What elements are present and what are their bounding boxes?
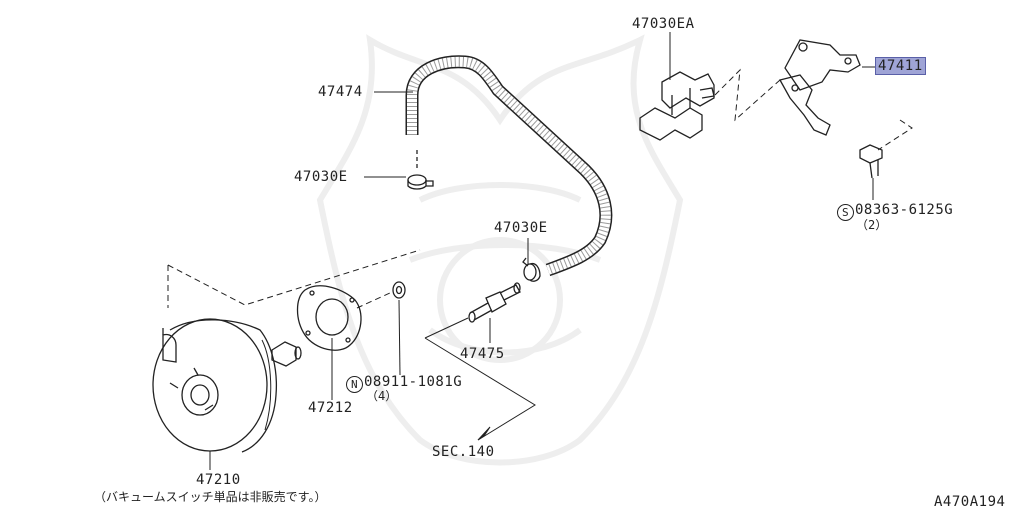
nut-08911 (392, 281, 406, 299)
figure-code: A470A194 (934, 494, 1006, 510)
part-number-08911[interactable]: 08911-1081G (364, 374, 463, 390)
bracket-47030EA (639, 71, 715, 141)
leader-lines (209, 32, 876, 470)
gasket-47212 (296, 285, 362, 351)
clamp-47030E-mid (522, 257, 541, 282)
quantity-08911: （4） (366, 389, 398, 403)
bolt-08363 (859, 144, 883, 179)
quantity-08363: （2） (856, 218, 888, 232)
part-label-47475[interactable]: 47475 (460, 346, 505, 362)
part-label-47411[interactable]: 47411 (875, 57, 926, 75)
hose-47474 (405, 55, 613, 277)
watermark-emblem (316, 34, 684, 466)
part-label-47030EA[interactable]: 47030EA (632, 16, 695, 32)
part-label-47210[interactable]: 47210 (196, 472, 241, 488)
part-label-47030E-top[interactable]: 47030E (294, 169, 348, 185)
section-arrow (477, 426, 491, 441)
part-label-47030E-mid[interactable]: 47030E (494, 220, 548, 236)
assembly-guide-lines (167, 68, 913, 309)
part-label-47474[interactable]: 47474 (318, 84, 363, 100)
part-number-47411[interactable]: 47411 (875, 57, 926, 75)
part-label-47212[interactable]: 47212 (308, 400, 353, 416)
clamp-47030E-top (407, 150, 434, 190)
footnote: （バキュームスイッチ単品は非販売です。） (94, 490, 327, 504)
part-number-08363[interactable]: 08363-6125G (855, 202, 954, 218)
section-reference[interactable]: SEC.140 (432, 444, 495, 460)
check-valve-47475 (468, 282, 521, 323)
symbol-s-icon: S (837, 204, 854, 221)
vacuum-switch-47411 (779, 39, 861, 136)
brake-booster-47210 (152, 318, 302, 453)
symbol-n-icon: N (346, 376, 363, 393)
